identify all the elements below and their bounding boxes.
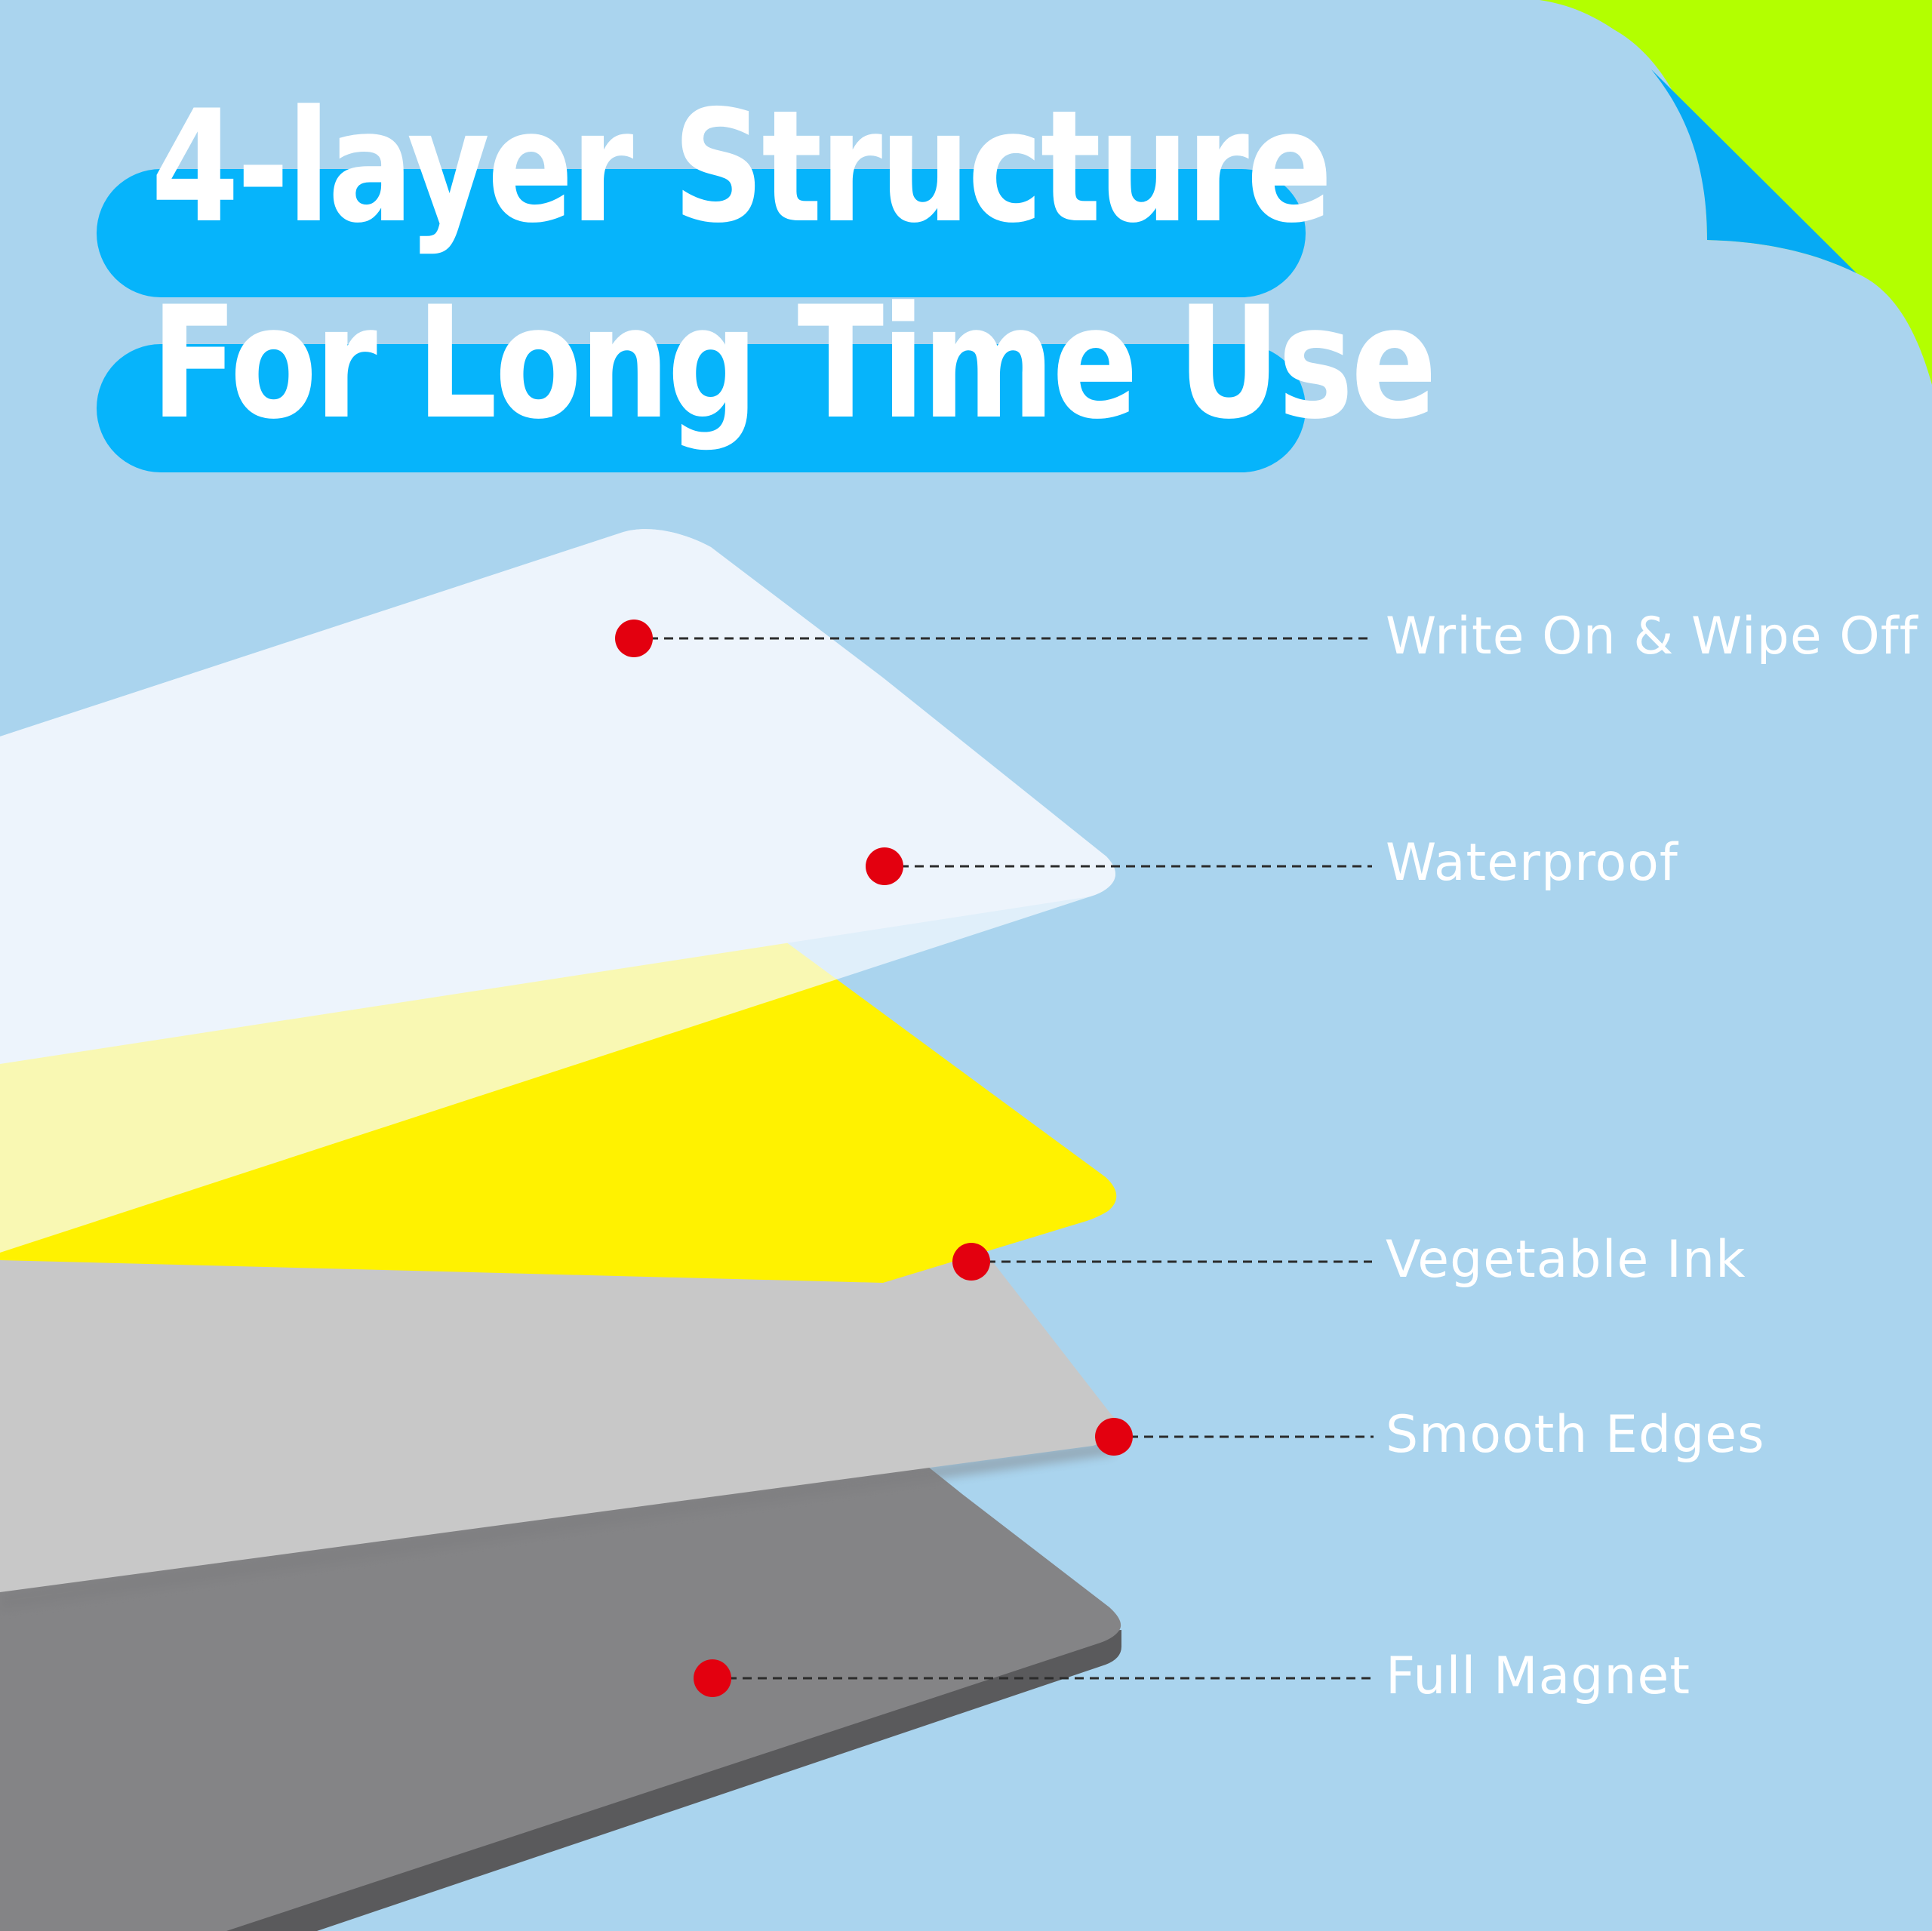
marker-smooth-edges — [1095, 1418, 1133, 1456]
title-band-2 — [97, 344, 1306, 472]
callout-waterproof: Waterproof — [1386, 833, 1678, 893]
title-band-1 — [97, 169, 1306, 297]
callout-smooth-edges: Smooth Edges — [1386, 1405, 1765, 1465]
edge-layer-shadow — [0, 1440, 1113, 1611]
marker-waterproof — [866, 847, 903, 885]
corner-blue-fold — [1651, 69, 1857, 273]
film-layer-upper — [0, 529, 1115, 1064]
callout-write-on-wipe-off: Write On & Wipe Off — [1386, 607, 1918, 666]
title-line-2: For Long Time Use — [151, 274, 1437, 454]
marker-full-magnet — [694, 1659, 731, 1697]
marker-write-on — [615, 620, 653, 657]
callout-full-magnet: Full Magnet — [1386, 1647, 1690, 1706]
title-line-1: 4-layer Structure — [151, 78, 1333, 257]
leader-lines — [634, 637, 1374, 1680]
markers — [615, 620, 1133, 1697]
callout-vegetable-ink: Vegetable Ink — [1386, 1230, 1746, 1290]
marker-vegetable-ink — [952, 1243, 990, 1281]
